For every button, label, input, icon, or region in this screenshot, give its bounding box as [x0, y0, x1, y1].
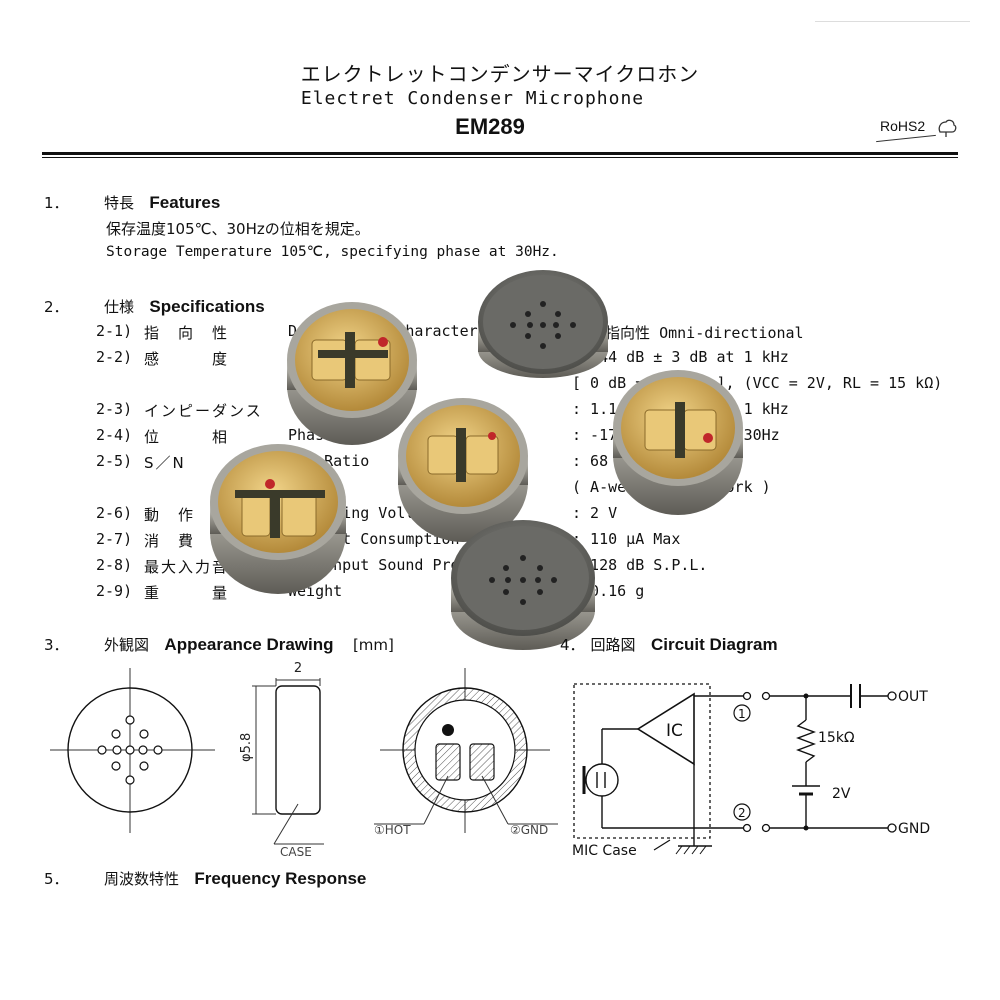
- front-view-drawing: [50, 668, 215, 833]
- spec-val: : 128 dB S.P.L.: [572, 556, 708, 574]
- rohs-badge: RoHS2: [880, 118, 926, 134]
- out-label: OUT: [898, 689, 928, 705]
- section-frequency-heading: 5．周波数特性 Frequency Response: [44, 869, 367, 888]
- model-number: EM289: [455, 114, 525, 139]
- mic-case-label: MIC Case: [572, 843, 637, 859]
- spec-val: : -44 dB ± 3 dB at 1 kHz: [572, 348, 789, 366]
- spec-id: 2-2): [96, 348, 133, 366]
- dim-diameter-label: φ5.8: [239, 733, 254, 762]
- pin2-label: 2: [738, 806, 746, 820]
- features-line-en: Storage Temperature 105℃, specifying pha…: [106, 244, 559, 260]
- features-line-jp: 保存温度105℃、30Hzの位相を規定。: [106, 220, 370, 238]
- spec-id: 2-9): [96, 582, 133, 600]
- spec-jp: 重 量: [144, 584, 230, 602]
- spec-id: 2-8): [96, 556, 133, 574]
- spec-en: Max Input Sound Pressure: [288, 556, 505, 574]
- spec-jp: 位 相: [144, 428, 230, 446]
- title-english: Electret Condenser Microphone: [300, 88, 645, 109]
- header-rule-thin: [42, 157, 958, 158]
- spec-id: 2-6): [96, 504, 133, 522]
- hot-label: ①HOT: [374, 823, 411, 837]
- pin1-label: 1: [738, 707, 746, 721]
- microphone-photo: [210, 270, 743, 650]
- ic-label: IC: [666, 721, 683, 741]
- resistor-icon: [796, 719, 816, 763]
- spec-jp: インピーダンス: [144, 402, 263, 420]
- spec-id: 2-1): [96, 322, 133, 340]
- mic-bottom-view-4: [210, 444, 346, 594]
- spec-jp: 感 度: [144, 350, 230, 368]
- spec-id: 2-3): [96, 400, 133, 418]
- voltage-label: 2V: [832, 786, 851, 802]
- gnd-label: ②GND: [510, 823, 548, 837]
- section-specs-heading: 2．仕様 Specifications: [44, 297, 265, 316]
- mic-top-view-2: [451, 520, 595, 650]
- gnd-circuit-label: GND: [898, 821, 930, 837]
- title-japanese: エレクトレットコンデンサーマイクロホン: [300, 62, 700, 86]
- mic-bottom-view-3: [613, 370, 743, 515]
- spec-id: 2-7): [96, 530, 133, 548]
- spec-val: : 2 V: [572, 504, 618, 522]
- section-appearance-heading: 3．外観図 Appearance Drawing [mm]: [44, 635, 394, 654]
- dim-width-label: 2: [294, 661, 302, 676]
- circuit-diagram: IC 1 2 OUT 15kΩ 2V GND MIC Case: [570, 683, 930, 859]
- spec-jp: S／N: [144, 454, 186, 472]
- spec-val: : 無指向性 Omni-directional: [572, 324, 804, 342]
- bottom-view-drawing: ①HOT ②GND: [374, 668, 558, 837]
- resistor-label: 15kΩ: [818, 730, 855, 746]
- section-circuit-heading: 4．回路図 Circuit Diagram: [560, 635, 778, 654]
- mic-bottom-view-1: [287, 302, 417, 445]
- spec-id: 2-4): [96, 426, 133, 444]
- mic-element-icon: [585, 763, 619, 797]
- header-rule: [42, 152, 958, 155]
- faint-rule: [815, 21, 970, 22]
- side-view-drawing: 2 φ5.8 CASE: [239, 661, 324, 859]
- case-label: CASE: [280, 845, 312, 859]
- spec-val: : 110 μA Max: [572, 530, 681, 548]
- mic-bottom-view-2: [398, 398, 528, 542]
- spec-id: 2-5): [96, 452, 133, 470]
- mic-top-view-1: [478, 270, 608, 378]
- spec-jp: 指 向 性: [144, 324, 230, 342]
- ic-triangle: [636, 692, 695, 766]
- leaf-icon: [938, 119, 957, 137]
- section-features-heading: 1．特長 Features: [44, 193, 221, 212]
